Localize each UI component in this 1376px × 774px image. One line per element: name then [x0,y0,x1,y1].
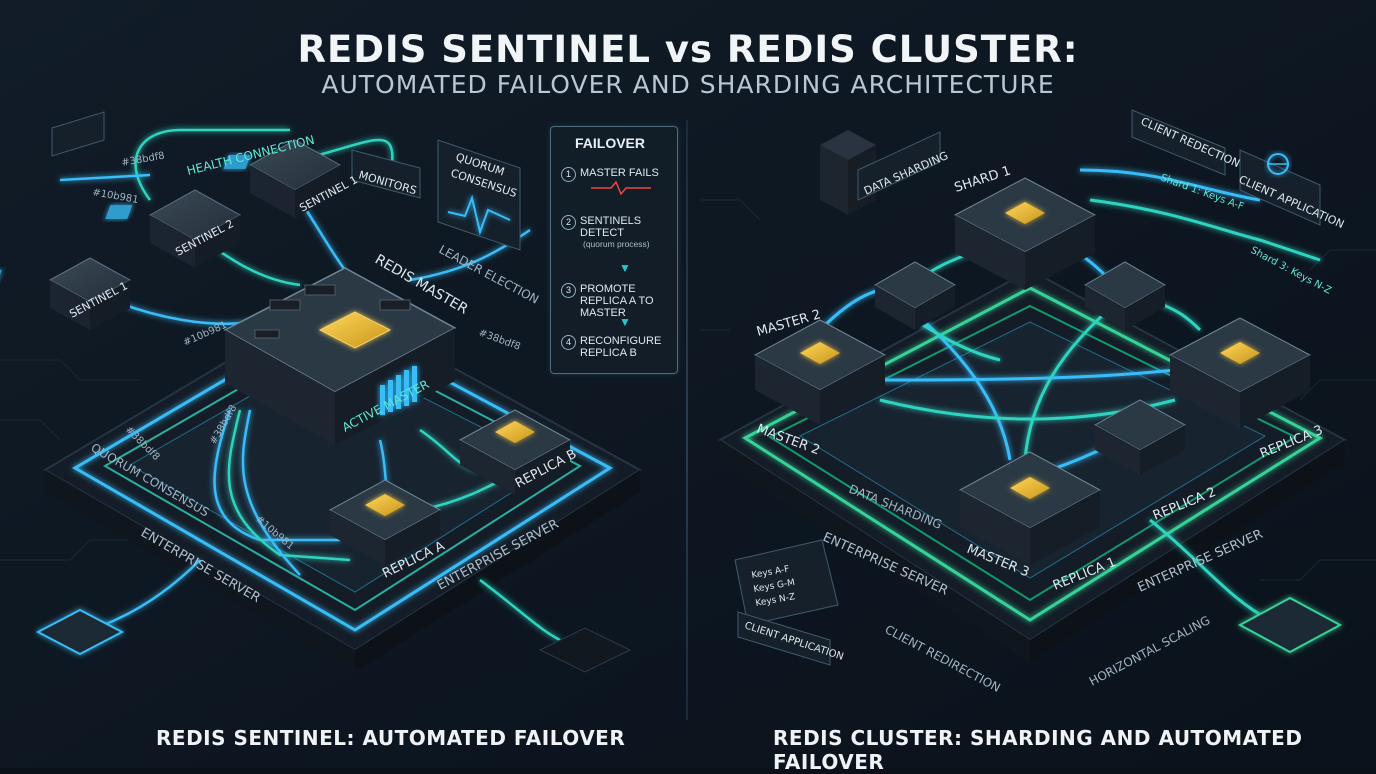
page-title: REDIS SENTINEL vs REDIS CLUSTER: [297,28,1079,71]
step-text: RECONFIGURE REPLICA B [580,335,662,359]
failover-step-1: 1 MASTER FAILS [561,167,675,195]
globe-icon [1239,149,1321,226]
redis-master-node [223,267,457,445]
master-2-node [753,319,887,425]
replica-b-node [458,409,572,495]
quorum-box [437,139,521,251]
monitors-box [351,149,421,199]
step-text: MASTER FAILS [580,167,659,179]
replica-2-node [1093,399,1187,475]
step-number: 4 [561,335,576,350]
small-node-b [1083,261,1167,330]
client-app-bottom-box [737,611,831,666]
arrow-down-icon: ▼ [619,261,631,275]
step-text: PROMOTE REPLICA A TO MASTER [580,283,654,319]
small-node-a [873,261,957,330]
heartbeat-icon [591,181,651,195]
cpu-chip-icon-right [1237,596,1343,654]
failover-step-3: 3 PROMOTE REPLICA A TO MASTER [561,283,675,319]
shard-1-node [953,177,1097,290]
step-number: 1 [561,167,576,182]
cpu-chip-icon [35,608,632,673]
step-text: SENTINELS DETECT [580,215,642,239]
failover-title: FAILOVER [575,135,646,151]
client-redirection-box [1131,109,1226,176]
sentinel-node-1 [0,257,132,330]
sentinel-platform [43,298,642,672]
keys-panel [734,539,839,626]
caption-sentinel: REDIS SENTINEL: AUTOMATED FAILOVER [156,726,626,750]
circuit-traces [0,199,1376,581]
step-note: (quorum process) [583,239,650,249]
failover-panel: FAILOVER 1 MASTER FAILS 2 SENTINELS DETECT… [550,126,678,374]
caption-cluster: REDIS CLUSTER: SHARDING AND AUTOMATED FA… [773,726,1303,774]
step-number: 3 [561,283,576,298]
failover-step-4: 4 RECONFIGURE REPLICA B [561,335,675,359]
failover-step-2: 2 SENTINELS DETECT (quorum process) [561,215,675,249]
page-subtitle: AUTOMATED FAILOVER AND SHARDING ARCHITEC… [321,70,1055,99]
sentinel-node-3 [223,139,342,218]
section-divider [686,120,688,720]
replica-a-node [328,479,442,565]
step-number: 2 [561,215,576,230]
arrow-down-icon: ▼ [619,315,631,329]
sentinel-node-2 [105,189,242,268]
master-3-node [958,451,1102,565]
data-sharding-box [857,131,941,201]
replica-3-node [1168,317,1312,428]
monitor-icon [51,111,105,157]
